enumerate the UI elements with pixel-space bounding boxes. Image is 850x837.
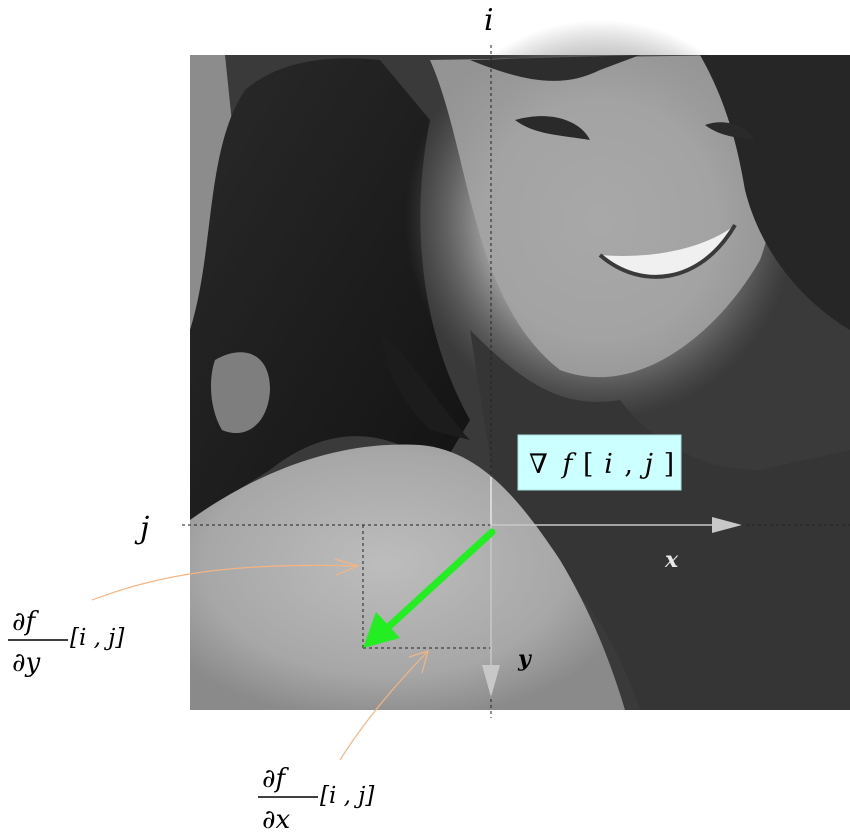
- x-axis-label: x: [664, 547, 679, 573]
- partial-y-args: [i , j]: [70, 625, 124, 651]
- gradient-label-box: ∇ f [ i , j ]: [518, 435, 681, 490]
- partial-y-label: ∂f ∂y [i , j]: [8, 607, 124, 678]
- grayscale-photo: [190, 20, 850, 710]
- j-axis-label: j: [134, 511, 149, 546]
- partial-x-denominator: ∂x: [262, 805, 290, 835]
- partial-y-denominator: ∂y: [12, 648, 40, 678]
- svg-text:∇ f [ i: ∇ f [ i , j ]: [529, 449, 674, 480]
- i-axis-label: i: [484, 3, 494, 38]
- partial-x-args: [i , j]: [320, 783, 374, 809]
- partial-x-numerator: ∂f: [262, 764, 289, 794]
- nabla-symbol: ∇: [529, 449, 548, 480]
- partial-y-numerator: ∂f: [12, 607, 39, 637]
- partial-x-label: ∂f ∂x [i , j]: [258, 764, 374, 835]
- gradient-f: f: [560, 449, 576, 480]
- y-axis-label: y: [517, 646, 533, 672]
